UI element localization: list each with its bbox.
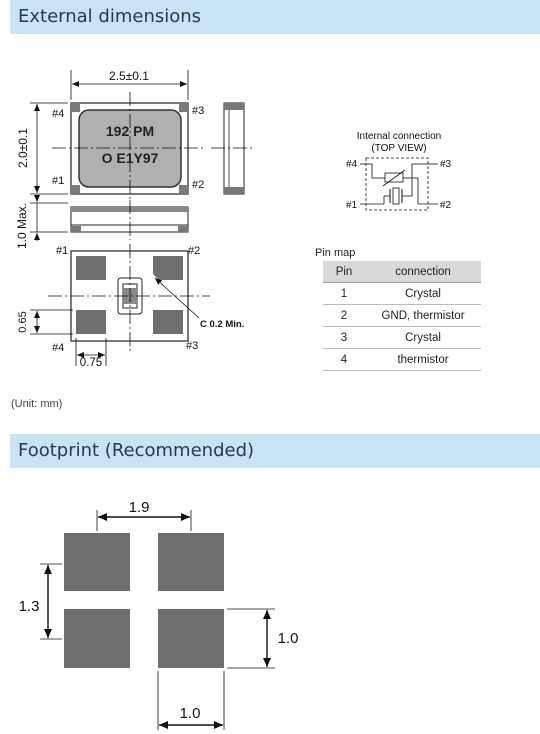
pin-cell: 2	[323, 304, 365, 327]
corner-pad	[179, 103, 188, 112]
pin4-label: #4	[52, 108, 64, 120]
pin1-label-bottom: #1	[56, 245, 68, 257]
table-row: 2 GND, thermistor	[323, 304, 481, 327]
thermistor-symbol	[384, 172, 404, 183]
crystal-symbol	[392, 187, 400, 205]
pin3-label-bottom: #3	[186, 340, 198, 352]
dim-pitch-y: 1.3	[19, 598, 40, 615]
dim-thickness: 1.0 Max.	[15, 203, 29, 249]
int-pin4: #4	[346, 159, 358, 170]
footprint-pad-bottom-right	[158, 609, 224, 668]
pin-map-table: Pin connection 1 Crystal 2 GND, thermist…	[323, 261, 481, 371]
package-side-view-right	[211, 102, 254, 195]
bottom-pad-4	[76, 310, 106, 334]
pin2-label: #2	[192, 179, 204, 191]
package-top-view: 192 PM O E1Y97 #4 #3 #1 #2	[52, 92, 205, 200]
dim-height: 2.0±0.1	[16, 128, 30, 168]
footprint-pad-bottom-left	[64, 609, 130, 668]
package-side-view-front	[70, 200, 189, 240]
dim-width: 2.5±0.1	[109, 69, 149, 83]
table-row: 1 Crystal	[323, 282, 481, 305]
pin2-label-bottom: #2	[188, 245, 200, 257]
section-header-external: External dimensions	[10, 0, 540, 34]
connection-cell: Crystal	[365, 326, 481, 349]
bottom-pad-1	[76, 256, 106, 280]
bottom-pad-3	[153, 310, 183, 334]
internal-title: Internal connection	[357, 131, 442, 142]
marking-line2: O E1Y97	[102, 150, 159, 166]
section-title: External dimensions	[18, 6, 202, 27]
pin-cell: 1	[323, 282, 365, 305]
pin-map-title: Pin map	[315, 247, 356, 259]
pin-cell: 4	[323, 348, 365, 371]
dim-pad-width-fp: 1.0	[180, 705, 201, 722]
corner-pad	[179, 185, 188, 194]
column-header: connection	[365, 261, 481, 283]
column-header: Pin	[323, 261, 365, 283]
corner-pad	[71, 103, 80, 112]
section-title: Footprint (Recommended)	[18, 440, 255, 461]
external-dimensions-drawing: 192 PM O E1Y97 #4 #3 #1 #2 2.5±0.1 2.0±0…	[15, 69, 452, 369]
pin4-label-bottom: #4	[52, 342, 64, 354]
dim-pitch-x: 1.9	[129, 499, 150, 516]
table-row: 3 Crystal	[323, 326, 481, 349]
bottom-pad-2	[153, 256, 183, 280]
connection-cell: thermistor	[365, 348, 481, 371]
int-pin3: #3	[440, 159, 452, 170]
table-header-row: Pin connection	[323, 261, 481, 283]
dim-pad-length: 1.0	[278, 630, 299, 647]
internal-connection-diagram: Internal connection (TOP VIEW) #4 #3 #1 …	[346, 131, 452, 211]
unit-note: (Unit: mm)	[11, 398, 63, 410]
pin1-label: #1	[52, 175, 64, 187]
chamfer-note: C 0.2 Min.	[200, 319, 244, 330]
corner-pad	[71, 185, 80, 194]
marking-line1: 192 PM	[106, 123, 154, 139]
pin-cell: 3	[323, 326, 365, 349]
section-header-footprint: Footprint (Recommended)	[10, 434, 540, 468]
dim-pad-width: 0.75	[80, 357, 102, 369]
internal-subtitle: (TOP VIEW)	[371, 143, 426, 154]
int-pin2: #2	[440, 200, 452, 211]
table-row: 4 thermistor	[323, 348, 481, 371]
pin3-label: #3	[192, 105, 204, 117]
footprint-drawing: 1.9 1.3 1.0 1.0	[19, 499, 299, 730]
int-pin1: #1	[346, 200, 358, 211]
connection-cell: Crystal	[365, 282, 481, 305]
footprint-pad-top-left	[64, 533, 130, 591]
connection-cell: GND, thermistor	[365, 304, 481, 327]
package-bottom-view: C 0.2 Min. #1 #2 #4 #3	[48, 244, 244, 354]
dim-pad-height: 0.65	[17, 311, 29, 332]
footprint-pad-top-right	[158, 533, 224, 591]
